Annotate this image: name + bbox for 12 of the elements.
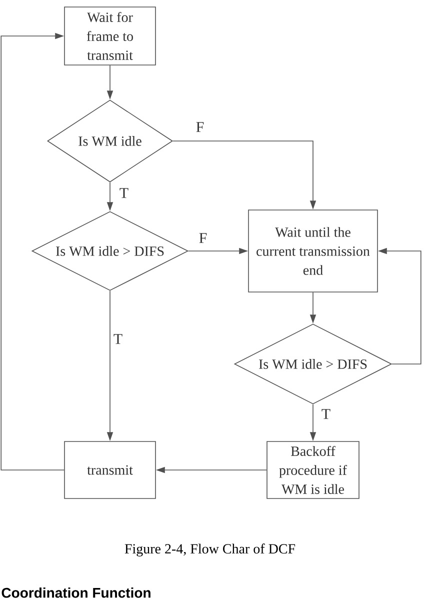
edge-label: F xyxy=(194,121,206,133)
process-box: Wait for frame to transmit xyxy=(64,6,156,66)
edge-label: T xyxy=(112,333,124,345)
figure-caption: Figure 2-4, Flow Char of DCF xyxy=(124,544,296,556)
process-box: Wait until the current transmission end xyxy=(248,210,378,292)
edge-label: F xyxy=(198,232,208,244)
process-box: Backoff procedure if WM is idle xyxy=(266,441,360,499)
arrow xyxy=(0,32,64,470)
edge-label: T xyxy=(320,408,332,420)
process-box: transmit xyxy=(64,441,156,499)
edge-label: T xyxy=(118,187,130,199)
section-heading: Coordination Function xyxy=(2,588,150,598)
